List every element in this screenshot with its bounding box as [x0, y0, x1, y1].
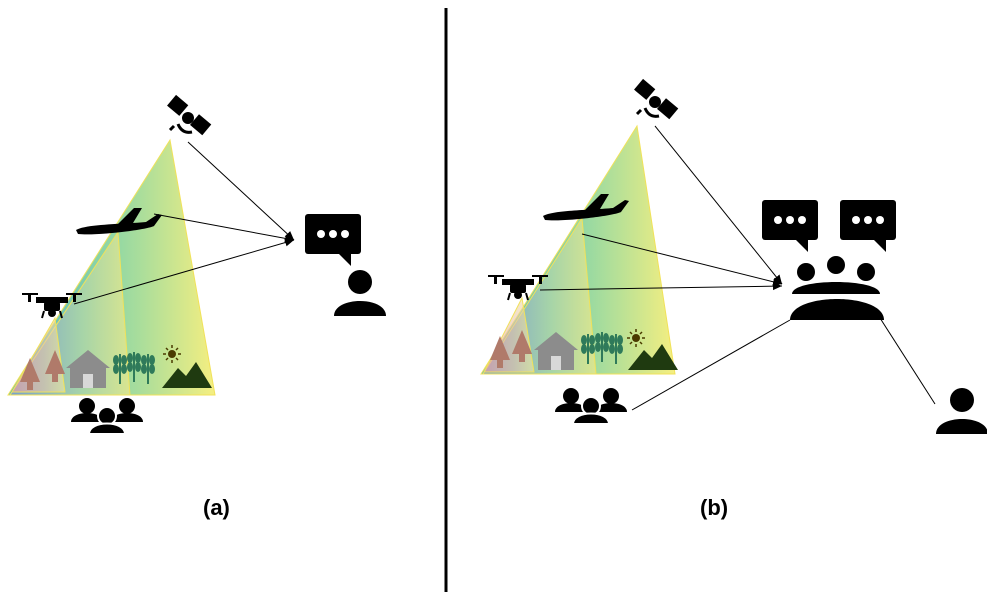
- group-to-meeting-link: [631, 319, 791, 411]
- satellite-icon: [165, 93, 213, 137]
- panel-a: [7, 93, 386, 435]
- panel-a-label: (a): [203, 495, 230, 520]
- person-icon: [334, 270, 386, 316]
- airplane-to-user-arrow: [153, 213, 295, 243]
- satellite-icon: [632, 77, 680, 121]
- group-icon: [70, 397, 144, 435]
- satellite-to-meeting-arrow: [654, 125, 783, 285]
- group-icon: [554, 387, 628, 425]
- meeting-to-person-link: [879, 317, 936, 405]
- panel-b: [480, 77, 987, 434]
- airplane-to-meeting-arrow: [581, 233, 783, 286]
- meeting-table-icon: [790, 256, 884, 320]
- drone-to-meeting-arrow: [539, 282, 783, 291]
- speech-bubble-icon: [305, 214, 361, 266]
- person-icon: [936, 388, 987, 434]
- drone-to-user-arrow: [73, 238, 295, 305]
- satellite-to-user-arrow: [187, 141, 295, 241]
- panel-b-label: (b): [700, 495, 729, 520]
- speech-bubble-icon: [762, 200, 818, 252]
- speech-bubble-icon: [840, 200, 896, 252]
